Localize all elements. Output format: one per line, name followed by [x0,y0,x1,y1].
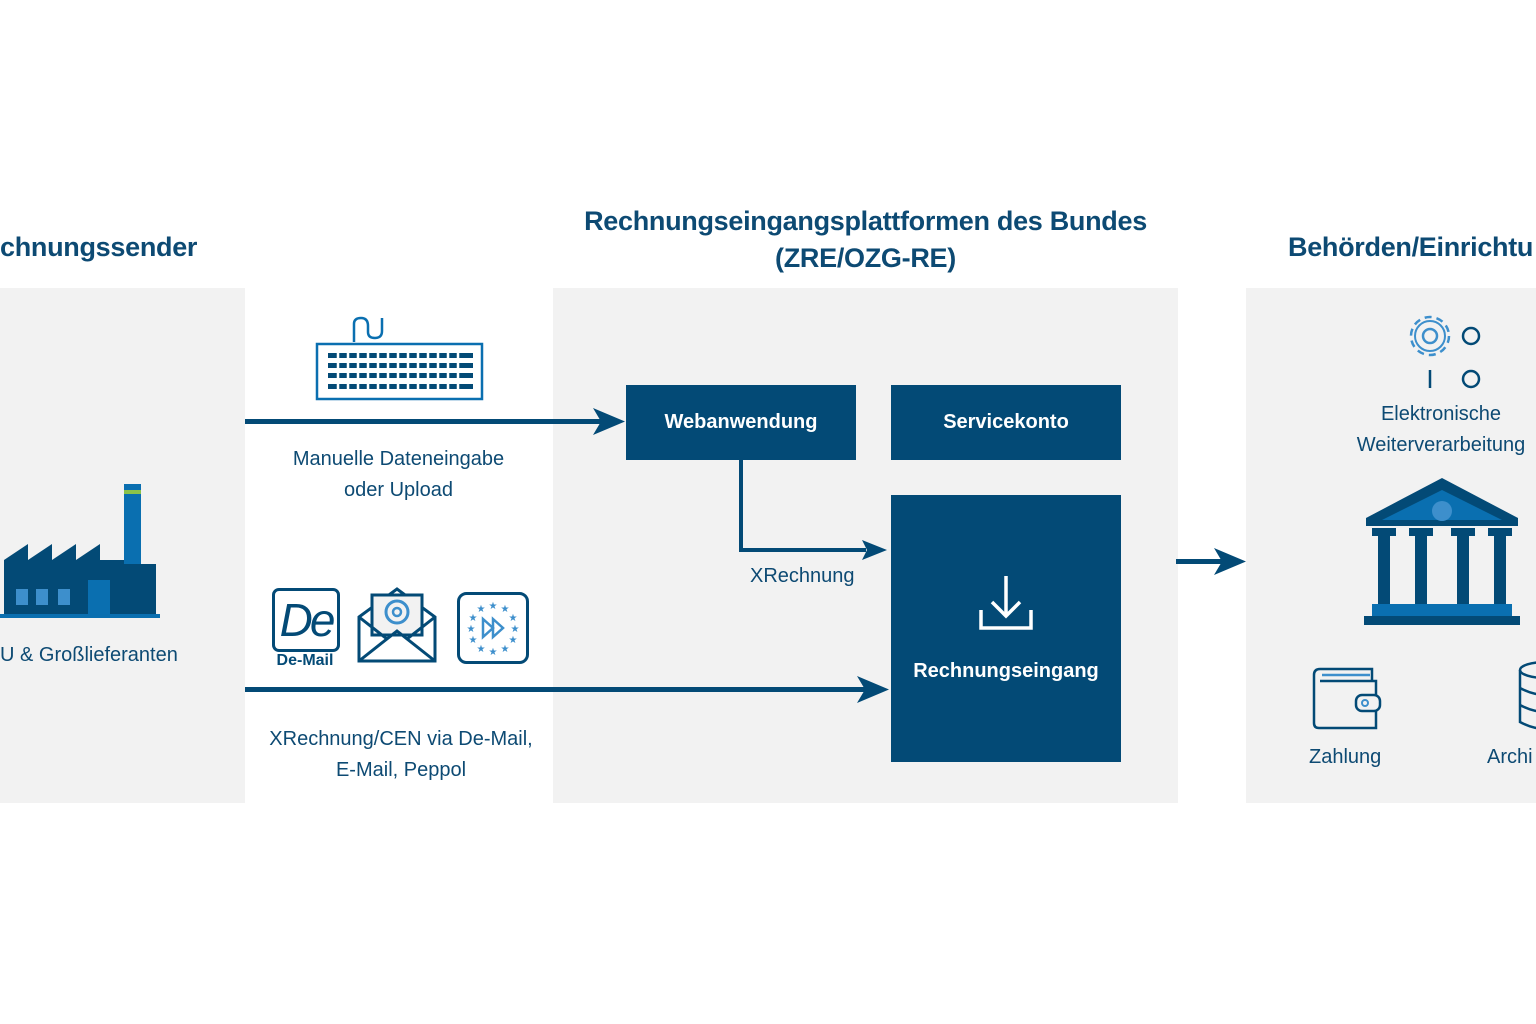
xrechnung-label-line1: XRechnung/CEN via De-Mail, [269,728,533,750]
svg-text:★: ★ [489,647,498,658]
manual-label-line1: Manuelle Dateneingabe [292,448,505,470]
servicekonto-box: Servicekonto [891,385,1121,460]
sender-label: U & Großlieferanten [0,644,178,666]
xrechnung-channel-arrow [245,676,889,703]
authorities-title: Behörden/Einrichtu [1288,232,1534,262]
svg-text:★: ★ [477,604,486,615]
xrechnung-label: XRechnung [750,565,855,587]
svg-text:★: ★ [509,635,518,646]
platform-title-line1: Rechnungseingangsplattformen des Bundes [584,206,1147,236]
rechnungseingang-label: Rechnungseingang [913,660,1099,682]
payment-label: Zahlung [1309,746,1382,768]
svg-text:★: ★ [501,644,510,655]
authorities-panel [1246,288,1536,803]
processing-gear-icon [1409,315,1481,389]
svg-text:★: ★ [501,604,510,615]
svg-text:★: ★ [469,613,478,624]
download-icon [979,576,1033,630]
xrechnung-label-line2: E-Mail, Peppol [335,759,467,781]
webanwendung-box: Webanwendung [626,385,856,460]
svg-text:★: ★ [477,644,486,655]
svg-text:★: ★ [509,613,518,624]
manual-input-label: Manuelle Dateneingabe oder Upload [245,444,552,506]
to-authorities-arrow [1176,548,1246,575]
svg-text:★: ★ [511,624,520,635]
platform-title: Rechnungseingangsplattformen des Bundes (… [553,203,1178,277]
wallet-icon [1312,667,1382,730]
factory-icon [0,484,160,618]
email-icon [357,587,437,663]
archive-database-icon [1518,661,1536,730]
rechnungseingang-box: Rechnungseingang [891,495,1121,762]
platform-title-line2: (ZRE/OZG-RE) [775,243,956,273]
authority-building-icon [1364,478,1520,625]
processing-label-line2: Weiterverarbeitung [1356,434,1526,456]
peppol-icon: ★★★★★★★★★★★★ [457,592,529,664]
svg-text:★: ★ [469,635,478,646]
manual-label-line2: oder Upload [344,479,453,501]
archive-label: Archi [1487,746,1533,768]
svg-text:★: ★ [489,601,498,612]
processing-label-line1: Elektronische [1380,403,1502,425]
svg-text:★: ★ [467,624,476,635]
xrechnung-arrow [739,460,887,560]
de-mail-logo-text: De [272,588,340,652]
sender-panel [0,288,245,803]
de-mail-icon: De De-Mail [272,588,340,672]
de-mail-label: De-Mail [276,652,334,669]
xrechnung-channel-label: XRechnung/CEN via De-Mail, E-Mail, Peppol [245,724,557,786]
manual-input-arrow [245,408,625,435]
sender-title: chnungssender [0,232,198,262]
keyboard-icon [315,316,484,401]
